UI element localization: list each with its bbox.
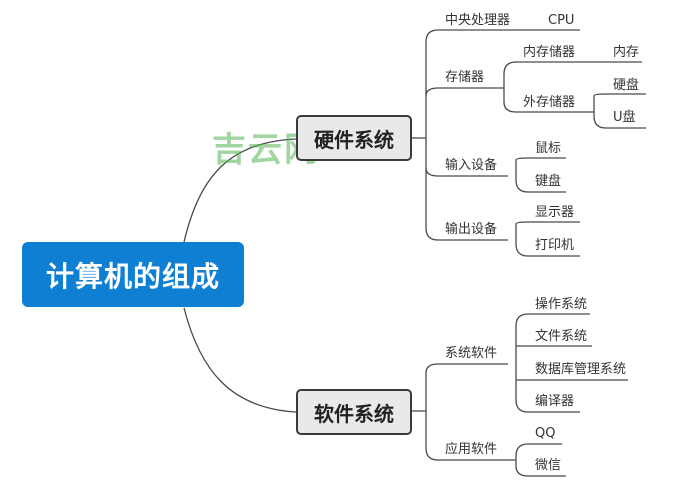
- topic-system-software[interactable]: 系统软件: [445, 346, 498, 361]
- topic-internal-child[interactable]: 内存: [613, 45, 640, 60]
- link-internal: [503, 61, 642, 75]
- topic-system-child-2[interactable]: 文件系统: [535, 329, 588, 344]
- link-storage-vertical: [496, 74, 505, 102]
- topic-external-child-1[interactable]: 硬盘: [613, 78, 640, 93]
- link-external: [503, 101, 594, 113]
- topic-application-child-2[interactable]: 微信: [535, 458, 562, 473]
- link-software-vertical: [425, 373, 508, 461]
- topic-system-child-4[interactable]: 编译器: [535, 394, 575, 409]
- link-root-hardware: [183, 138, 297, 243]
- hardware-node[interactable]: 硬件系统: [296, 115, 412, 161]
- link-storage: [425, 87, 496, 97]
- topic-application-software[interactable]: 应用软件: [445, 442, 498, 457]
- link-output-vertical: [515, 221, 580, 257]
- topic-system-child-1[interactable]: 操作系统: [535, 297, 588, 312]
- topic-system-child-3[interactable]: 数据库管理系统: [535, 362, 627, 377]
- root-label: 计算机的组成: [45, 259, 220, 293]
- topic-input-child-1[interactable]: 鼠标: [535, 141, 562, 156]
- topic-output-child-2[interactable]: 打印机: [535, 238, 575, 253]
- hardware-label: 硬件系统: [314, 127, 394, 152]
- topic-cpu[interactable]: 中央处理器: [445, 13, 511, 28]
- link-input: [425, 167, 508, 177]
- topic-cpu-child[interactable]: CPU: [548, 13, 575, 28]
- topic-output-child-1[interactable]: 显示器: [535, 205, 575, 220]
- link-hardware-vertical: [425, 42, 508, 241]
- root-node[interactable]: 计算机的组成: [22, 242, 244, 307]
- topic-storage[interactable]: 存储器: [445, 70, 485, 85]
- link-application-children: [508, 443, 566, 477]
- link-system-children: [515, 313, 628, 413]
- topic-output[interactable]: 输出设备: [445, 222, 498, 237]
- link-external-vertical: [593, 93, 646, 129]
- software-node[interactable]: 软件系统: [296, 389, 412, 435]
- software-label: 软件系统: [314, 401, 394, 426]
- topic-input[interactable]: 输入设备: [445, 158, 498, 173]
- topic-application-child-1[interactable]: QQ: [535, 426, 556, 441]
- topic-internal-storage[interactable]: 内存储器: [523, 45, 576, 60]
- link-input-vertical: [515, 157, 566, 193]
- topic-input-child-2[interactable]: 键盘: [535, 174, 562, 189]
- topic-external-storage[interactable]: 外存储器: [523, 95, 576, 110]
- topic-external-child-2[interactable]: U盘: [613, 110, 636, 125]
- link-root-software: [183, 307, 297, 413]
- link-cpu: [425, 29, 580, 43]
- link-system: [425, 363, 508, 374]
